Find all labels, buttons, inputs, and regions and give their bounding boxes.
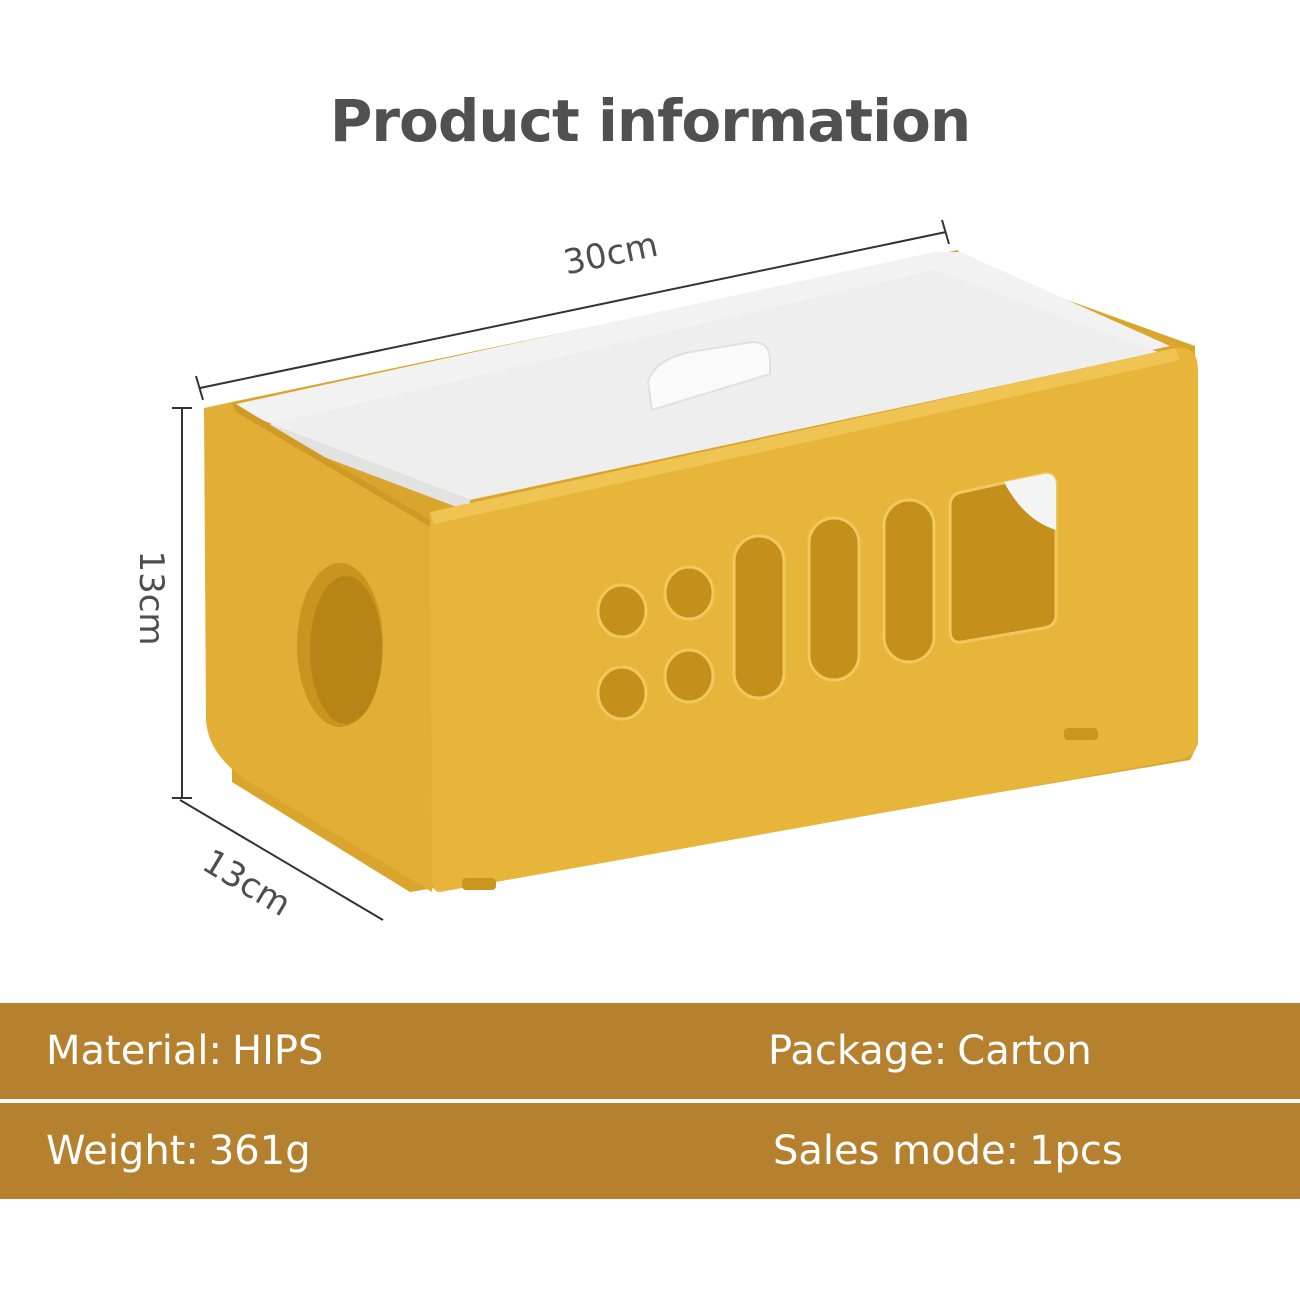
- package-label: Package:: [768, 1028, 948, 1074]
- weight-spec: Weight:361g: [46, 1103, 311, 1199]
- package-value: Carton: [957, 1028, 1092, 1074]
- height-label: 13cm: [131, 550, 171, 645]
- sales-mode-spec: Sales mode:1pcs: [773, 1103, 1123, 1199]
- page-title: Product information: [329, 87, 971, 155]
- length-dimension-line: [195, 219, 950, 401]
- depth-label: 13cm: [195, 842, 297, 925]
- spec-row-1: Material:HIPS Package:Carton: [0, 1003, 1300, 1099]
- weight-value: 361g: [208, 1128, 311, 1174]
- spec-row-2: Weight:361g Sales mode:1pcs: [0, 1103, 1300, 1199]
- sales-mode-label: Sales mode:: [773, 1128, 1020, 1174]
- material-value: HIPS: [231, 1028, 324, 1074]
- material-label: Material:: [46, 1028, 222, 1074]
- height-dimension-line: [172, 407, 192, 799]
- weight-label: Weight:: [46, 1128, 199, 1174]
- length-label: 30cm: [560, 225, 661, 284]
- package-spec: Package:Carton: [768, 1003, 1092, 1099]
- product-illustration: 30cm 13cm 13cm: [131, 219, 1198, 925]
- sales-mode-value: 1pcs: [1029, 1128, 1123, 1174]
- cable-box: [204, 250, 1198, 892]
- material-spec: Material:HIPS: [46, 1003, 323, 1099]
- depth-dimension-line: [179, 799, 384, 921]
